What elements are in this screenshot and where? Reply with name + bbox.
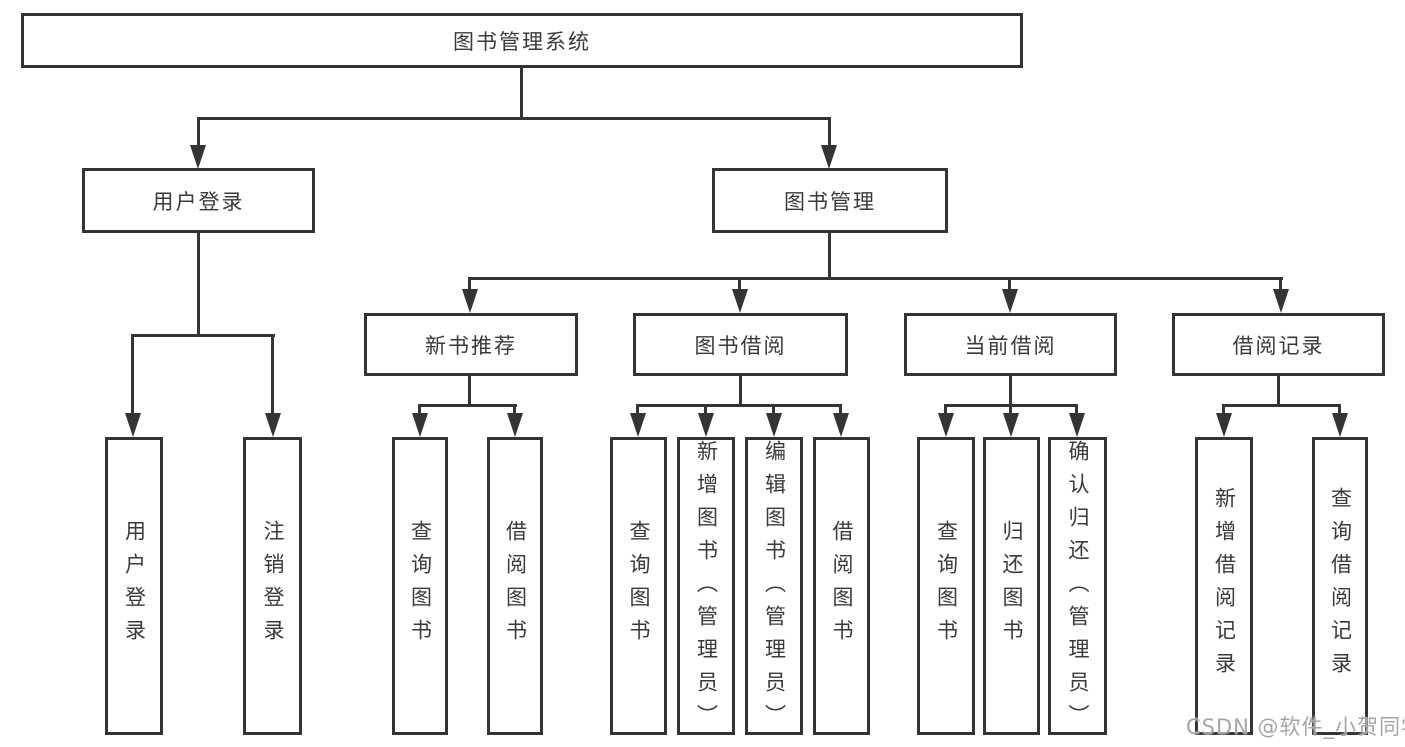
leaf-label: 注销登录 xyxy=(261,520,285,652)
connector-line xyxy=(1222,404,1225,415)
arrowhead-down xyxy=(821,145,837,169)
connector-line xyxy=(271,334,274,415)
leaf-user-login: 用户登录 xyxy=(105,437,163,735)
node-book-borrowing: 图书借阅 xyxy=(633,313,848,376)
arrowhead-down xyxy=(265,413,281,437)
connector-line xyxy=(1338,404,1341,415)
connector-line xyxy=(738,277,741,291)
connector-line xyxy=(468,277,471,291)
connector-line xyxy=(1009,374,1012,406)
connector-line xyxy=(839,404,842,415)
node-label: 借阅记录 xyxy=(1232,333,1325,358)
leaf-search-borrow-record: 查询借阅记录 xyxy=(1312,437,1368,735)
connector-line xyxy=(636,404,842,407)
connector-line xyxy=(418,404,517,407)
arrowhead-down xyxy=(1003,413,1019,437)
node-label: 用户登录 xyxy=(152,189,245,214)
leaf-label: 查询图书 xyxy=(627,520,651,652)
arrowhead-down xyxy=(1002,289,1018,313)
leaf-label: 借阅图书 xyxy=(830,520,854,652)
leaf-edit-books-admin: 编辑图书（管理员） xyxy=(745,437,803,737)
arrowhead-down xyxy=(412,413,428,437)
leaf-label: 借阅图书 xyxy=(503,520,528,652)
leaf-label: 查询图书 xyxy=(934,520,959,652)
leaf-label: 确认归还（管理员） xyxy=(1066,440,1090,737)
leaf-confirm-return-admin: 确认归还（管理员） xyxy=(1048,437,1107,737)
node-new-book-recommend: 新书推荐 xyxy=(364,313,578,376)
node-label: 当前借阅 xyxy=(964,333,1057,358)
node-borrow-records: 借阅记录 xyxy=(1172,313,1385,376)
leaf-borrow-books: 借阅图书 xyxy=(813,437,870,735)
leaf-add-books-admin: 新增图书（管理员） xyxy=(677,437,735,737)
leaf-label: 查询借阅记录 xyxy=(1328,487,1353,685)
connector-line xyxy=(132,334,275,337)
arrowhead-down xyxy=(630,413,646,437)
connector-line xyxy=(1277,374,1280,406)
leaf-label: 编辑图书（管理员） xyxy=(762,440,787,737)
node-label: 图书管理系统 xyxy=(453,29,591,54)
connector-line xyxy=(1075,404,1078,415)
leaf-label: 查询图书 xyxy=(408,520,433,652)
connector-line xyxy=(828,233,831,280)
node-label: 新书推荐 xyxy=(425,333,517,358)
connector-line xyxy=(704,404,707,415)
node-label: 图书管理 xyxy=(784,189,876,214)
arrowhead-down xyxy=(833,413,849,437)
leaf-search-books: 查询图书 xyxy=(392,437,448,735)
arrowhead-down xyxy=(766,413,782,437)
connector-line xyxy=(1008,277,1011,291)
leaf-return-books: 归还图书 xyxy=(983,437,1040,735)
connector-line xyxy=(739,374,742,406)
arrowhead-down xyxy=(1332,413,1348,437)
connector-line xyxy=(131,334,134,415)
leaf-borrow-books: 借阅图书 xyxy=(487,437,543,735)
arrowhead-down xyxy=(125,413,141,437)
node-book-management: 图书管理 xyxy=(712,168,948,233)
connector-line xyxy=(469,277,1283,280)
leaf-label: 新增借阅记录 xyxy=(1212,487,1237,685)
connector-line xyxy=(944,404,947,415)
leaf-label: 用户登录 xyxy=(122,520,147,652)
watermark-text: CSDN @软件_小贺同学 xyxy=(1186,715,1405,739)
arrowhead-down xyxy=(462,289,478,313)
connector-line xyxy=(197,232,200,336)
leaf-label: 新增图书（管理员） xyxy=(694,440,719,737)
leaf-search-books: 查询图书 xyxy=(610,437,667,735)
arrowhead-down xyxy=(732,289,748,313)
node-label: 图书借阅 xyxy=(694,333,787,358)
arrowhead-down xyxy=(190,145,206,169)
connector-line xyxy=(197,117,200,148)
leaf-label: 归还图书 xyxy=(1000,520,1024,652)
connector-line xyxy=(468,374,471,406)
connector-line xyxy=(1222,404,1341,407)
connector-line xyxy=(520,66,523,119)
node-current-borrowing: 当前借阅 xyxy=(904,313,1117,376)
connector-line xyxy=(1009,404,1012,415)
leaf-add-borrow-record: 新增借阅记录 xyxy=(1195,437,1253,735)
connector-line xyxy=(418,404,421,415)
connector-line xyxy=(1279,277,1282,291)
connector-line xyxy=(828,117,831,148)
arrowhead-down xyxy=(1216,413,1232,437)
arrowhead-down xyxy=(1273,289,1289,313)
connector-line xyxy=(197,117,831,120)
connector-line xyxy=(636,404,639,415)
leaf-logout: 注销登录 xyxy=(243,437,302,735)
node-user-login: 用户登录 xyxy=(82,168,315,233)
arrowhead-down xyxy=(1069,413,1085,437)
arrowhead-down xyxy=(507,413,523,437)
connector-line xyxy=(772,404,775,415)
connector-line xyxy=(513,404,516,415)
node-library-system: 图书管理系统 xyxy=(21,13,1023,68)
leaf-search-books: 查询图书 xyxy=(917,437,975,735)
arrowhead-down xyxy=(938,413,954,437)
arrowhead-down xyxy=(698,413,714,437)
